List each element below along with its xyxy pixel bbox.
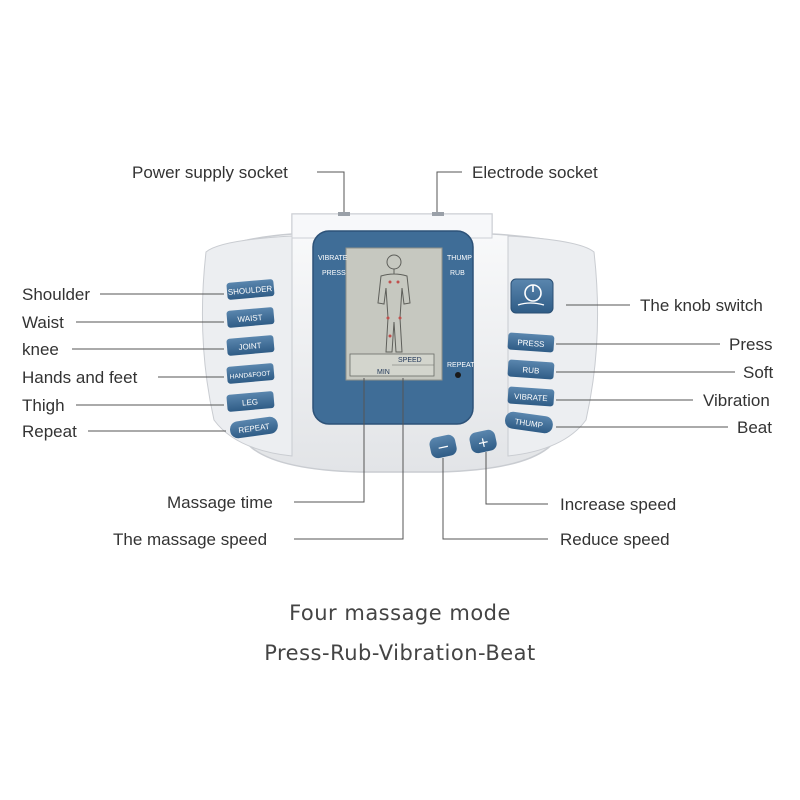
press-button-label: PRESS <box>517 338 545 349</box>
callout-hands-and-feet: Hands and feet <box>22 368 138 387</box>
waist-button-label: WAIST <box>237 313 263 324</box>
body-figure-icon <box>377 254 411 353</box>
hand-foot-button[interactable]: HAND&FOOT <box>226 363 275 384</box>
vibrate-button-label: VIBRATE <box>514 392 548 403</box>
hand-foot-button-label: HAND&FOOT <box>229 370 270 381</box>
joint-button-label: JOINT <box>238 341 262 352</box>
callout-vibration: Vibration <box>703 391 770 410</box>
thump-button-label: THUMP <box>514 417 543 430</box>
lcd-label-vibrate: VIBRATE <box>318 255 348 262</box>
lcd-label-speed: SPEED <box>398 357 422 364</box>
callout-shoulder: Shoulder <box>22 285 90 304</box>
caption-title: Four massage mode <box>289 601 511 625</box>
callout-increase-speed: Increase speed <box>560 495 676 514</box>
shoulder-button-label: SHOULDER <box>228 284 273 297</box>
leg-button[interactable]: LEG <box>226 391 275 412</box>
power-socket-icon <box>338 212 350 216</box>
increase-speed-button[interactable]: + <box>468 429 498 455</box>
thump-button[interactable]: THUMP <box>504 411 554 435</box>
repeat-button-label: REPEAT <box>238 422 270 435</box>
press-button[interactable]: PRESS <box>507 332 555 353</box>
plus-icon: + <box>476 434 491 452</box>
callout-labels: Power supply socket Electrode socket Sho… <box>22 163 774 549</box>
caption-subtitle: Press-Rub-Vibration-Beat <box>264 641 536 665</box>
callout-reduce-speed: Reduce speed <box>560 530 670 549</box>
callout-repeat: Repeat <box>22 422 77 441</box>
lcd-label-press: PRESS <box>322 270 346 277</box>
rub-button[interactable]: RUB <box>507 359 555 380</box>
callout-knee: knee <box>22 340 59 359</box>
waist-button[interactable]: WAIST <box>226 307 275 328</box>
lcd-label-thump: THUMP <box>447 255 472 262</box>
leg-button-label: LEG <box>242 397 259 407</box>
rub-button-label: RUB <box>522 365 539 375</box>
callout-thigh: Thigh <box>22 396 65 415</box>
lcd-screen: VIBRATE PRESS THUMP RUB REPEAT SPEED MIN <box>312 230 475 425</box>
callout-waist: Waist <box>22 313 64 332</box>
callout-power-supply-socket: Power supply socket <box>132 163 288 182</box>
vibrate-button[interactable]: VIBRATE <box>507 386 555 407</box>
repeat-button[interactable]: REPEAT <box>229 416 279 440</box>
shoulder-button[interactable]: SHOULDER <box>226 279 275 300</box>
lcd-label-rub: RUB <box>450 270 465 277</box>
lcd-label-min: MIN <box>377 369 390 376</box>
lcd-label-repeat: REPEAT <box>447 362 475 369</box>
callout-knob-switch: The knob switch <box>640 296 763 315</box>
minus-icon: − <box>435 437 451 457</box>
joint-button[interactable]: JOINT <box>226 335 275 356</box>
left-button-group: SHOULDER WAIST JOINT HAND&FOOT LEG REPEA… <box>226 279 279 440</box>
repeat-indicator-icon <box>455 372 461 378</box>
callout-soft: Soft <box>743 363 774 382</box>
knob-switch[interactable] <box>510 278 554 314</box>
reduce-speed-button[interactable]: − <box>428 434 458 460</box>
callout-press: Press <box>729 335 772 354</box>
callout-massage-time: Massage time <box>167 493 273 512</box>
electrode-socket-icon <box>432 212 444 216</box>
callout-massage-speed: The massage speed <box>113 530 267 549</box>
leader-lines <box>72 171 735 540</box>
callout-beat: Beat <box>737 418 772 437</box>
callout-electrode-socket: Electrode socket <box>472 163 598 182</box>
right-button-group: PRESS RUB VIBRATE THUMP <box>504 278 555 435</box>
